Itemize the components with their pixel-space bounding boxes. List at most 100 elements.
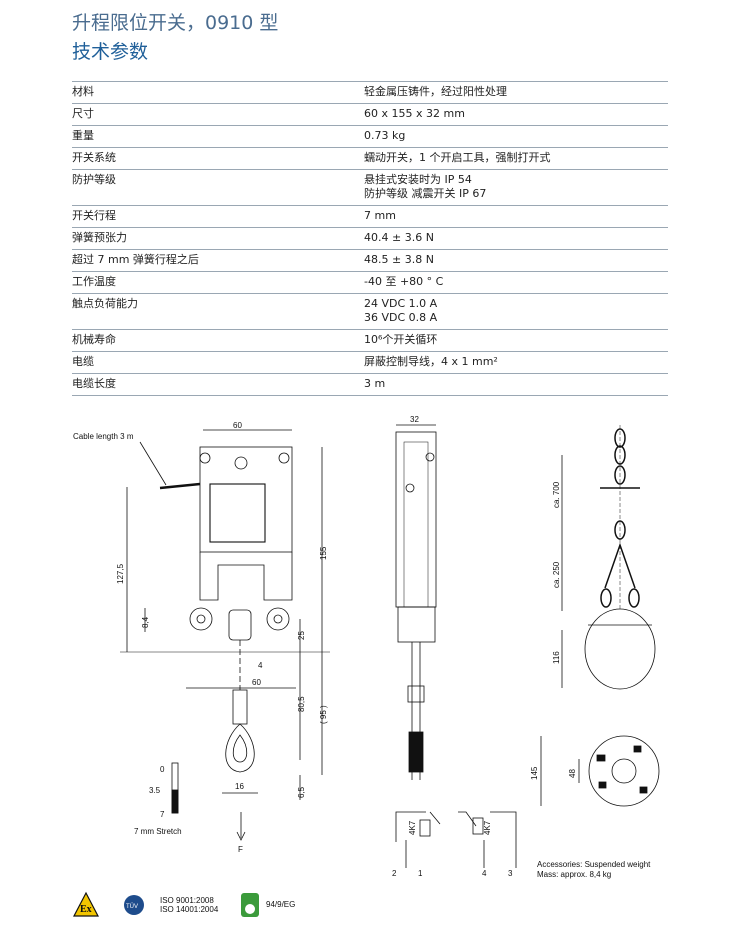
side-cable-clamp [407, 685, 425, 703]
mount-hole-top-center [234, 456, 248, 470]
switch-window [209, 483, 266, 543]
dim-8-4: 8,4 [141, 616, 150, 628]
terminal-2: 2 [392, 869, 397, 878]
stretch-3-5: 3.5 [149, 786, 161, 795]
spec-key: 触点负荷能力 [72, 293, 364, 330]
spec-key: 材料 [72, 81, 364, 104]
cable-leader [139, 441, 167, 486]
mount-hole-top-right [278, 452, 290, 464]
spec-value: 10⁶个开关循环 [364, 329, 668, 352]
switch-label-4k7-b: 4K7 [483, 820, 492, 835]
switch-housing-outline [199, 446, 293, 553]
spec-value: 蠕动开关，1 个开启工具，强制打开式 [364, 147, 668, 170]
dim-4: 4 [258, 661, 263, 670]
lifting-loop-inner [232, 734, 248, 763]
side-view-body [395, 431, 437, 608]
dim-127-5: 127,5 [116, 563, 125, 584]
accessory-line-2: Mass: approx. 8,4 kg [537, 870, 611, 879]
tuv-logo: TÜV [124, 895, 144, 915]
eg-logo [241, 893, 259, 917]
circuit-left [395, 811, 441, 868]
resistor-left [419, 819, 431, 837]
weight-shackles [596, 745, 648, 794]
spec-value: -40 至 +80 ° C [364, 271, 668, 294]
dim-6-5: 6,5 [297, 786, 306, 798]
side-view-screw-top [425, 452, 435, 462]
stretch-7: 7 [160, 810, 165, 819]
dim-60-bottom: 60 [252, 678, 261, 687]
dim-116: 116 [552, 651, 561, 664]
spec-value-line: 0.73 kg [364, 129, 406, 142]
dim-80-5: 80,5 [297, 696, 306, 712]
technical-drawing: Cable length 3 m 60 127,5 8,4 155 25 4 6… [73, 415, 660, 917]
spec-key: 机械寿命 [72, 329, 364, 352]
spec-key: 电缆长度 [72, 373, 364, 396]
dim-95: ( 95 ) [319, 705, 328, 724]
dim-145: 145 [530, 766, 539, 780]
terminal-1: 1 [418, 869, 423, 878]
spec-value-line: 48.5 ± 3.8 N [364, 253, 434, 266]
stretch-label: 7 mm Stretch [134, 827, 182, 836]
spec-key: 防护等级 [72, 169, 364, 206]
side-view-screw-mid [405, 483, 415, 493]
suspended-weight [584, 608, 656, 690]
spec-value: 40.4 ± 3.6 N [364, 227, 668, 250]
eyelet-left [189, 607, 213, 631]
spec-value-line: 蠕动开关，1 个开启工具，强制打开式 [364, 151, 551, 164]
resistor-right [472, 817, 484, 835]
section-subtitle: 技术参数 [72, 41, 149, 63]
spec-value-line: 防护等级 减震开关 IP 67 [364, 187, 487, 200]
terminal-3: 3 [508, 869, 513, 878]
spec-value-line: 屏蔽控制导线，4 x 1 mm² [364, 355, 498, 368]
spec-key: 重量 [72, 125, 364, 148]
chain [600, 428, 640, 608]
spec-row: 材料轻金属压铸件，经过阳性处理 [72, 81, 668, 104]
spec-key: 尺寸 [72, 103, 364, 126]
spec-value-line: 悬挂式安装时为 IP 54 [364, 173, 472, 186]
switch-lower-body [199, 552, 293, 601]
dim-16: 16 [235, 782, 244, 791]
eyelet-left-hole [196, 614, 206, 624]
side-cable-weight [408, 731, 424, 773]
svg-text:Ex: Ex [80, 904, 92, 915]
cert-iso-14001: ISO 14001:2004 [160, 905, 219, 914]
spec-row: 工作温度-40 至 +80 ° C [72, 271, 668, 294]
spec-value-line: -40 至 +80 ° C [364, 275, 444, 288]
ex-logo: Ex [73, 891, 99, 917]
stretch-0: 0 [160, 765, 165, 774]
dim-ca-700: ca. 700 [552, 481, 561, 508]
spec-value-line: 轻金属压铸件，经过阳性处理 [364, 85, 507, 98]
force-arrowhead [236, 831, 246, 841]
spec-value: 60 x 155 x 32 mm [364, 103, 668, 126]
spec-value: 3 m [364, 373, 668, 396]
dim-60-top: 60 [233, 421, 242, 430]
spec-value: 7 mm [364, 205, 668, 228]
spec-value-line: 7 mm [364, 209, 396, 222]
page-title: 升程限位开关，0910 型 [72, 12, 279, 34]
spec-value: 轻金属压铸件，经过阳性处理 [364, 81, 668, 104]
dim-155: 155 [319, 546, 328, 560]
spec-row: 开关系统蠕动开关，1 个开启工具，强制打开式 [72, 147, 668, 170]
cable-length-label: Cable length 3 m [73, 432, 134, 441]
cert-94-9-eg: 94/9/EG [266, 900, 295, 909]
side-view-inner [403, 441, 429, 608]
spec-value: 0.73 kg [364, 125, 668, 148]
side-view-cap [397, 606, 436, 643]
lifting-loop [225, 723, 255, 773]
plunger [228, 609, 252, 641]
stretch-bar-fill [171, 789, 179, 814]
spec-key: 开关系统 [72, 147, 364, 170]
spec-value-line: 24 VDC 1.0 A [364, 297, 438, 310]
tuv-label: TÜV [126, 903, 138, 910]
cert-iso-9001: ISO 9001:2008 [160, 896, 214, 905]
dim-48: 48 [568, 769, 577, 778]
spec-key: 超过 7 mm 弹簧行程之后 [72, 249, 364, 272]
